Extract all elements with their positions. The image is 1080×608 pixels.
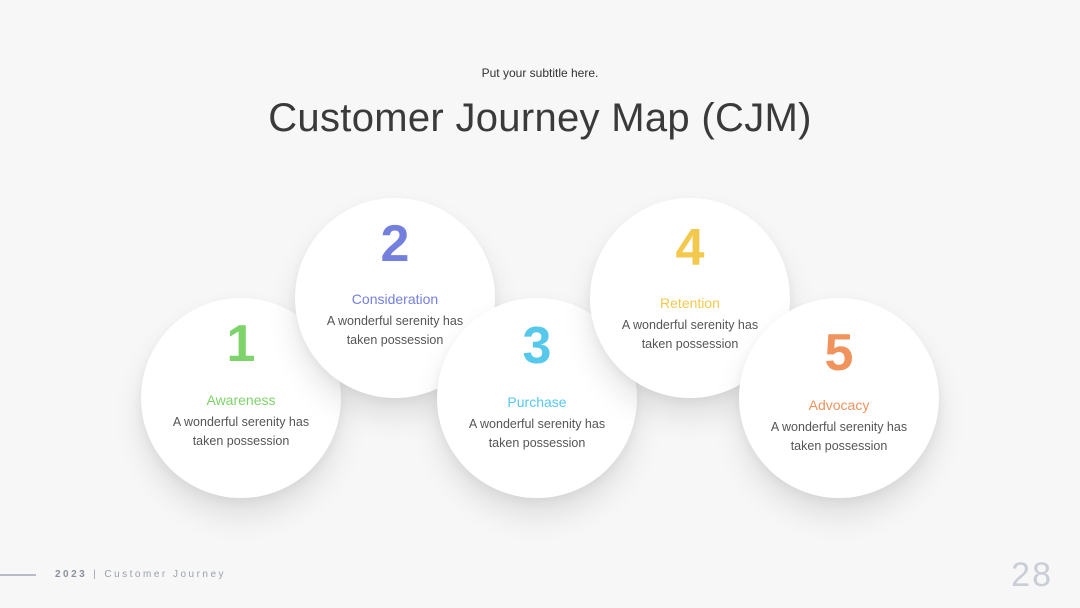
- slide-subtitle: Put your subtitle here.: [481, 66, 599, 80]
- page-number: 28: [1011, 556, 1053, 594]
- stage-description: A wonderful serenity has taken possessio…: [621, 318, 759, 351]
- footer-divider: [0, 574, 36, 576]
- stage-description: A wonderful serenity has taken possessio…: [770, 420, 908, 453]
- stage-label: Advocacy: [808, 397, 870, 413]
- stage-label: Consideration: [351, 291, 439, 307]
- footer-title: Customer Journey: [104, 569, 227, 580]
- stage-number: 4: [675, 219, 705, 277]
- stage-description: A wonderful serenity has taken possessio…: [326, 314, 464, 347]
- stage-number: 5: [824, 324, 854, 382]
- footer-year: 2023: [55, 569, 88, 580]
- slide-title: Customer Journey Map (CJM): [268, 96, 812, 140]
- stage-number: 2: [380, 215, 410, 273]
- stage-number: 1: [226, 315, 256, 373]
- stage-circle-retention: 4 Retention A wonderful serenity has tak…: [590, 198, 790, 398]
- footer-separator: |: [93, 569, 99, 580]
- stage-description: A wonderful serenity has taken possessio…: [172, 415, 310, 448]
- stage-number: 3: [522, 317, 552, 375]
- stage-circle-advocacy: 5 Advocacy A wonderful serenity has take…: [739, 298, 939, 498]
- stage-label: Retention: [660, 295, 720, 311]
- stage-label: Awareness: [206, 392, 276, 408]
- stage-label: Purchase: [507, 394, 567, 410]
- footer-caption: 2023 | Customer Journey: [55, 569, 226, 580]
- stage-description: A wonderful serenity has taken possessio…: [468, 417, 606, 450]
